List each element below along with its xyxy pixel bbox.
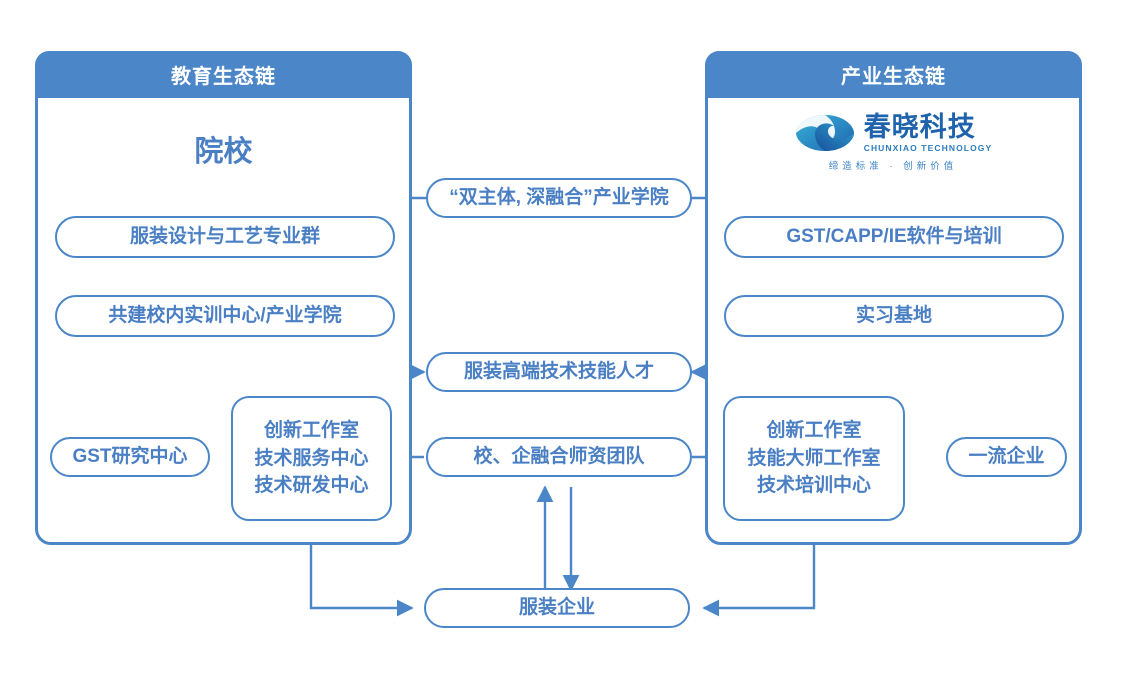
node-label: 实习基地 bbox=[855, 305, 932, 327]
node-label: 一流企业 bbox=[968, 446, 1045, 468]
node-label: “双主体, 深融合”产业学院 bbox=[449, 187, 669, 209]
logo-text: 春晓科技 CHUNXIAO TECHNOLOGY bbox=[863, 111, 993, 153]
node-joint-faculty-team[interactable]: 校、企融合师资团队 bbox=[426, 437, 692, 477]
node-label-line-2: 技能大师工作室 bbox=[747, 447, 881, 469]
node-edu-innovation-studio[interactable]: 创新工作室 技术服务中心 技术研发中心 bbox=[231, 396, 392, 521]
node-edu-major-group[interactable]: 服装设计与工艺专业群 bbox=[55, 216, 395, 258]
node-label: 服装高端技术技能人才 bbox=[463, 361, 654, 383]
node-label-line-3: 技术培训中心 bbox=[756, 475, 871, 497]
node-dual-subject-college[interactable]: “双主体, 深融合”产业学院 bbox=[426, 178, 692, 218]
node-edu-gst-center[interactable]: GST研究中心 bbox=[50, 437, 210, 477]
node-label-line-1: 创新工作室 bbox=[766, 420, 862, 442]
education-panel-title: 院校 bbox=[194, 136, 253, 168]
node-label: 共建校内实训中心/产业学院 bbox=[108, 305, 342, 327]
node-label-line-2: 技术服务中心 bbox=[254, 447, 369, 469]
node-label: 服装企业 bbox=[518, 597, 595, 619]
panel-industry-header-label: 产业生态链 bbox=[841, 66, 946, 88]
node-label: 服装设计与工艺专业群 bbox=[129, 226, 320, 248]
logo-cn-name: 春晓科技 bbox=[863, 111, 976, 142]
node-edu-training-center[interactable]: 共建校内实训中心/产业学院 bbox=[55, 295, 395, 337]
node-label: GST研究中心 bbox=[72, 446, 188, 468]
panel-industry-header: 产业生态链 bbox=[705, 51, 1082, 98]
node-label: 校、企融合师资团队 bbox=[473, 446, 645, 468]
chunxiao-eye-logo-icon bbox=[795, 115, 854, 151]
logo-en-name: CHUNXIAO TECHNOLOGY bbox=[863, 142, 993, 153]
node-ind-software-training[interactable]: GST/CAPP/IE软件与培训 bbox=[724, 216, 1064, 258]
node-ind-innovation-studio[interactable]: 创新工作室 技能大师工作室 技术培训中心 bbox=[723, 396, 905, 521]
node-high-end-talent[interactable]: 服装高端技术技能人才 bbox=[426, 352, 692, 392]
panel-education-header: 教育生态链 bbox=[35, 51, 412, 98]
node-label-line-3: 技术研发中心 bbox=[254, 475, 369, 497]
node-label-line-1: 创新工作室 bbox=[263, 420, 359, 442]
node-apparel-enterprise[interactable]: 服装企业 bbox=[424, 588, 690, 628]
logo-row: 春晓科技 CHUNXIAO TECHNOLOGY bbox=[794, 113, 993, 153]
node-ind-top-company[interactable]: 一流企业 bbox=[946, 437, 1067, 477]
chunxiao-logo: 春晓科技 CHUNXIAO TECHNOLOGY 缔造标准 · 创新价值 bbox=[793, 113, 993, 172]
node-ind-internship-base[interactable]: 实习基地 bbox=[724, 295, 1064, 337]
panel-education-header-label: 教育生态链 bbox=[171, 66, 276, 88]
node-label: GST/CAPP/IE软件与培训 bbox=[786, 226, 1002, 248]
logo-tagline: 缔造标准 · 创新价值 bbox=[828, 161, 958, 172]
